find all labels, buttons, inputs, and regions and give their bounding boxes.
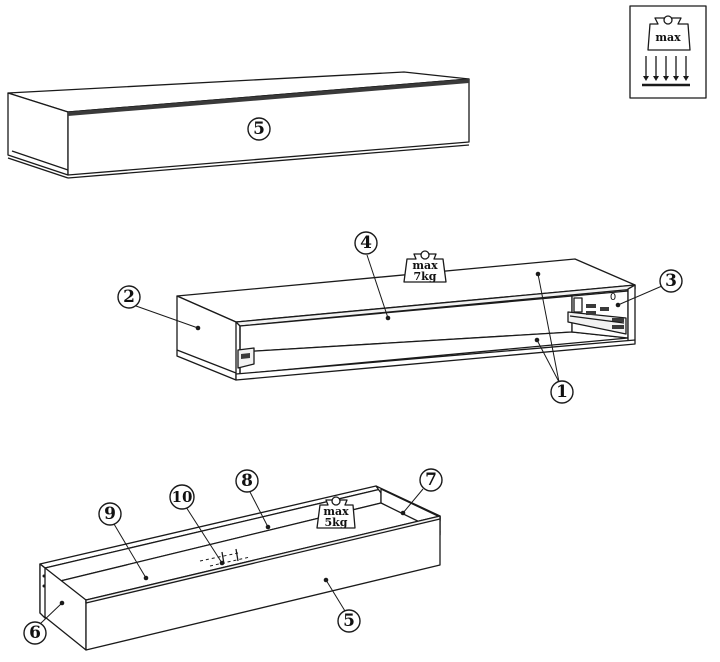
callout-7-label: 7 — [425, 470, 437, 490]
weight-ring — [663, 15, 673, 25]
callout-9-label: 9 — [104, 504, 116, 524]
down-arrows-icon — [642, 56, 690, 87]
callout-1: 1 — [534, 271, 574, 404]
open-shelf-body: 0 — [176, 258, 636, 381]
right-runner — [567, 297, 627, 335]
callout-8-label: 8 — [241, 471, 253, 491]
callout-7: 7 — [400, 468, 443, 516]
symbol-max-label: max — [655, 31, 681, 44]
callout-5-drawer: 5 — [323, 577, 361, 633]
callout-4: 4 — [354, 231, 391, 321]
callout-6: 6 — [23, 600, 65, 645]
symbol-frame — [629, 5, 707, 99]
callout-2-label: 2 — [123, 287, 135, 307]
callout-2: 2 — [117, 285, 201, 331]
callout-10-label: 10 — [172, 488, 193, 506]
closed-shelf-edge — [68, 79, 469, 116]
callout-4-label: 4 — [360, 233, 372, 253]
weight-icon — [647, 17, 691, 51]
callout-5-drawer-label: 5 — [343, 611, 355, 631]
callout-10: 10 — [169, 484, 225, 566]
callout-6-label: 6 — [29, 623, 41, 643]
callout-8: 8 — [235, 469, 271, 530]
callout-3: 3 — [615, 269, 683, 308]
drawer-weight-value: 5kg — [325, 516, 348, 529]
callout-5-top-label: 5 — [253, 119, 265, 139]
shelf-weight-value: 7kg — [414, 270, 437, 283]
shelf-weight-badge: max 7kg — [403, 250, 447, 283]
callout-5-top: 5 — [247, 117, 271, 141]
hinge-mark: 0 — [610, 292, 616, 303]
callout-1-label: 1 — [556, 382, 568, 402]
max-load-symbol: max — [629, 5, 707, 99]
drawer-weight-max: max — [323, 505, 349, 518]
shelf-weight-max: max — [412, 259, 438, 272]
weight-icon — [403, 253, 447, 283]
callout-9: 9 — [98, 502, 149, 581]
weight-icon — [316, 499, 356, 529]
closed-shelf-unit — [7, 71, 470, 179]
drawer-weight-badge: max 5kg — [316, 496, 356, 529]
callout-3-label: 3 — [665, 271, 677, 291]
